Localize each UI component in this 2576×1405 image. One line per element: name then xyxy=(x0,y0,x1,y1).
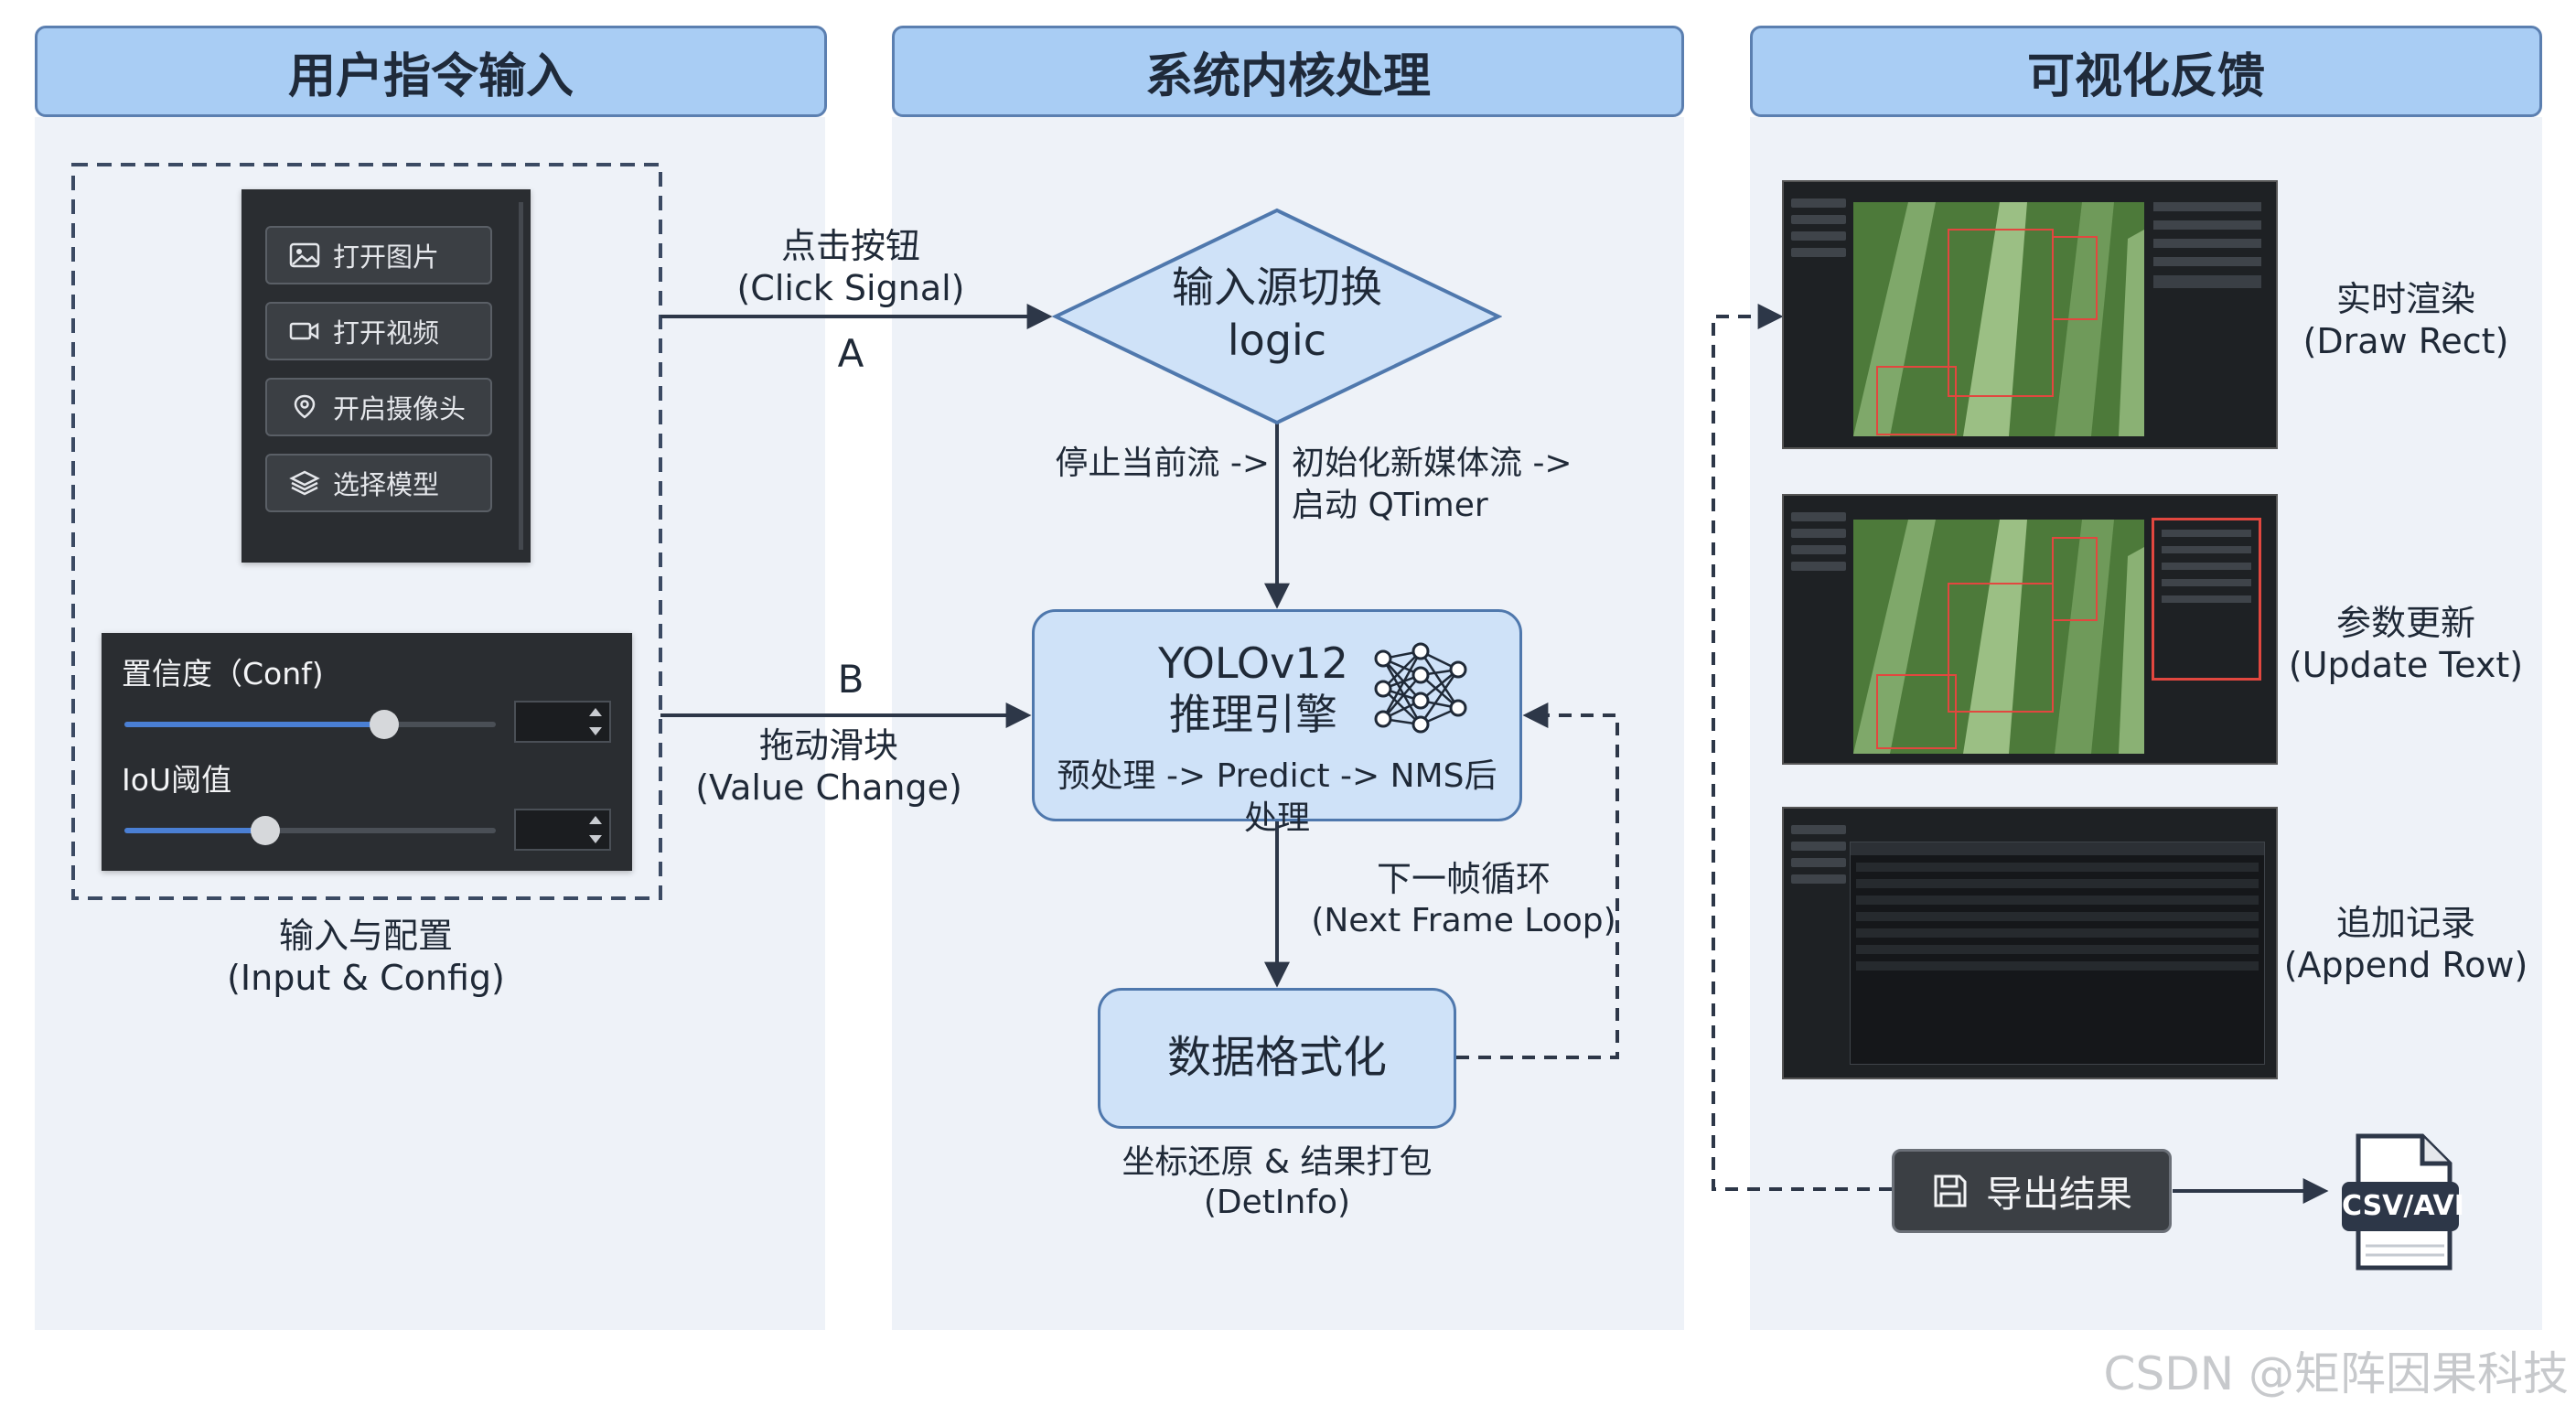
iou-spin-down-icon[interactable] xyxy=(589,835,602,843)
arrow-b-label-en: (Value Change) xyxy=(695,767,962,808)
menu-scrollbar[interactable] xyxy=(519,202,523,550)
append-label-en: (Append Row) xyxy=(2283,945,2528,985)
iou-slider-fill xyxy=(124,828,266,833)
conf-spin-down-icon[interactable] xyxy=(589,727,602,735)
conf-slider-label: 置信度（Conf) xyxy=(122,656,324,692)
update-label-cn: 参数更新 xyxy=(2335,603,2475,643)
select-model-label: 选择模型 xyxy=(333,469,440,500)
open-image-label: 打开图片 xyxy=(333,241,440,273)
render-screenshot xyxy=(1782,180,2278,449)
conf-spinbox[interactable] xyxy=(514,701,611,743)
stop-stream-label: 停止当前流 -> xyxy=(1055,445,1270,482)
input-config-box xyxy=(71,163,662,900)
input-switch-diamond xyxy=(1052,208,1502,425)
open-camera-button[interactable]: 开启摄像头 xyxy=(265,378,492,436)
open-camera-label: 开启摄像头 xyxy=(333,393,467,424)
arrow-a-label-en: (Click Signal) xyxy=(736,268,965,308)
append-label-cn: 追加记录 xyxy=(2335,903,2475,943)
corn-field-image-2 xyxy=(1853,520,2144,754)
iou-slider-handle[interactable] xyxy=(251,816,281,845)
start-qtimer-label: 启动 QTimer xyxy=(1292,487,1488,524)
input-config-caption-cn: 输入与配置 xyxy=(278,916,453,956)
append-screenshot xyxy=(1782,807,2278,1079)
export-results-label: 导出结果 xyxy=(1986,1174,2132,1216)
data-format-caption: 坐标还原 & 结果打包 xyxy=(1122,1143,1433,1181)
render-label-en: (Draw Rect) xyxy=(2302,321,2509,361)
data-format-title: 数据格式化 xyxy=(1166,1032,1387,1083)
engine-pipeline: 预处理 -> Predict -> NMS后处理 xyxy=(1057,757,1497,837)
input-column-header: 用户指令输入 xyxy=(35,26,827,117)
arrow-next-frame-loop xyxy=(1456,702,1619,1059)
data-format-detinfo: (DetInfo) xyxy=(1203,1184,1351,1221)
update-screenshot-panel xyxy=(2152,518,2261,681)
conf-slider-fill xyxy=(124,722,385,727)
arrow-format-to-render xyxy=(1712,304,1892,1191)
engine-title: YOLOv12 xyxy=(1158,638,1348,688)
open-video-button[interactable]: 打开视频 xyxy=(265,302,492,360)
layers-icon xyxy=(289,470,320,496)
iou-slider-label: IoU阈值 xyxy=(122,762,232,798)
arrow-a-letter: A xyxy=(837,331,864,376)
export-results-button[interactable]: 导出结果 xyxy=(1892,1149,2172,1233)
update-screenshot xyxy=(1782,494,2278,765)
engine-subtitle: 推理引擎 xyxy=(1169,690,1337,739)
init-stream-label: 初始化新媒体流 -> xyxy=(1292,445,1572,482)
iou-spin-up-icon[interactable] xyxy=(589,816,602,824)
input-switch-title: 输入源切换 xyxy=(1172,263,1382,312)
arrow-a-label-cn: 点击按钮 xyxy=(780,226,920,266)
save-icon xyxy=(1934,1174,1967,1207)
input-switch-subtitle: logic xyxy=(1227,316,1327,365)
file-format-label: CSV/AVI xyxy=(2342,1190,2464,1222)
render-label-cn: 实时渲染 xyxy=(2335,279,2475,319)
image-icon xyxy=(289,242,320,268)
next-frame-loop-en: (Next Frame Loop) xyxy=(1311,902,1616,939)
file-icon xyxy=(2342,1133,2459,1271)
corn-field-image xyxy=(1853,202,2144,436)
watermark: CSDN @矩阵因果科技 xyxy=(2103,1347,2569,1400)
core-column-header: 系统内核处理 xyxy=(892,26,1684,117)
records-table-image xyxy=(1850,842,2265,1065)
next-frame-loop-cn: 下一帧循环 xyxy=(1376,859,1551,899)
arrow-b-label-cn: 拖动滑块 xyxy=(758,725,898,766)
arrow-b-letter: B xyxy=(837,657,864,702)
input-config-caption-en: (Input & Config) xyxy=(227,958,505,998)
iou-slider[interactable] xyxy=(124,816,496,845)
location-pin-icon xyxy=(294,394,316,419)
conf-slider[interactable] xyxy=(124,710,496,739)
open-image-button[interactable]: 打开图片 xyxy=(265,226,492,284)
conf-spin-up-icon[interactable] xyxy=(589,708,602,716)
open-video-label: 打开视频 xyxy=(333,317,440,349)
iou-spinbox[interactable] xyxy=(514,809,611,851)
data-format-node xyxy=(1098,988,1456,1129)
conf-slider-handle[interactable] xyxy=(370,710,400,739)
update-label-en: (Update Text) xyxy=(2288,645,2524,685)
select-model-button[interactable]: 选择模型 xyxy=(265,454,492,512)
render-screenshot-panel xyxy=(2153,202,2261,312)
video-icon xyxy=(289,322,319,340)
feedback-column-header: 可视化反馈 xyxy=(1750,26,2542,117)
neural-network-icon xyxy=(1374,642,1467,734)
